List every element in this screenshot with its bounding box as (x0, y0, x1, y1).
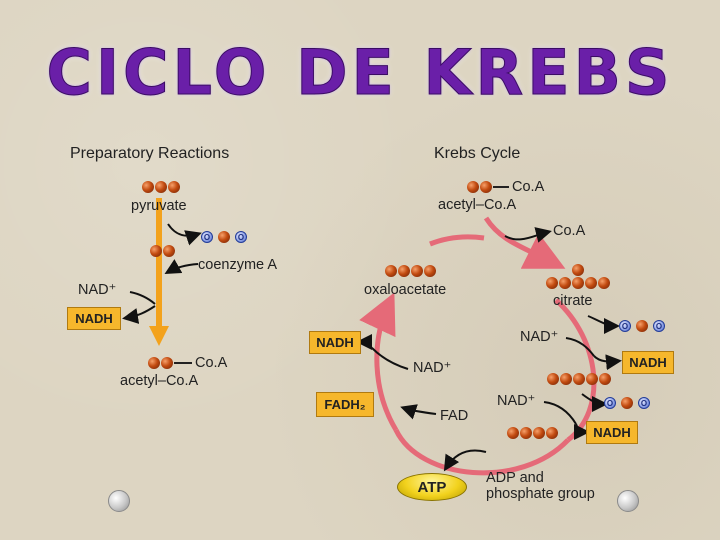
nadh-prep-box: NADH (67, 307, 121, 330)
cycle-arc-left (359, 292, 399, 432)
coenzyme-in-arrow (164, 259, 199, 274)
cycle-arc-right (554, 298, 597, 442)
nadh-right1-arrow (593, 354, 622, 371)
atp-badge: ATP (397, 473, 467, 501)
cycle-arc-bottom (393, 428, 570, 476)
co2-right2-arrow (581, 393, 608, 412)
citrate-label: citrate (553, 293, 593, 309)
co2-right1-arrow (587, 315, 620, 334)
nad-right1-label: NAD⁺ (520, 329, 559, 345)
page-title: CICLO DE KREBS (46, 36, 674, 110)
nadh-right1-box: NADH (622, 351, 674, 374)
coa-out-label: Co.A (553, 223, 586, 239)
prep-heading: Preparatory Reactions (70, 145, 230, 162)
nad-right2-arrow (543, 401, 577, 425)
coa-out-arrow (504, 227, 552, 243)
coenzyme-label: coenzyme A (198, 257, 277, 273)
acetyl-prep-label: acetyl–Co.A (120, 373, 199, 389)
nadh-left-box: NADH (309, 331, 361, 354)
acetyl-top-label: acetyl–Co.A (438, 197, 517, 213)
co2-release-arrow (167, 223, 202, 246)
coa-prep-label: Co.A (195, 355, 228, 371)
adp-label-2: phosphate group (486, 486, 595, 502)
nad-prep-label: NAD⁺ (78, 282, 117, 298)
pyruvate-label: pyruvate (131, 198, 187, 214)
nav-prev-button[interactable] (108, 490, 130, 512)
fad-in-arrow (400, 404, 437, 420)
atp-arrow (443, 449, 487, 472)
cycle-entry-arrow (483, 216, 566, 269)
nadh-out-arrow (122, 305, 156, 324)
cycle-arc-top (429, 234, 485, 247)
nadh-right2-arrow (573, 423, 590, 440)
fadh2-box: FADH₂ (316, 392, 374, 417)
nad-right2-label: NAD⁺ (497, 393, 536, 409)
nad-left-label: NAD⁺ (413, 360, 452, 376)
coa-top-label: Co.A (512, 179, 545, 195)
adp-label-1: ADP and (486, 470, 544, 486)
krebs-heading: Krebs Cycle (434, 145, 521, 162)
fad-label: FAD (440, 408, 469, 424)
nadh-right2-box: NADH (586, 421, 638, 444)
nav-next-button[interactable] (617, 490, 639, 512)
nad-right1-arrow (565, 337, 595, 357)
prep-arrow (149, 198, 169, 346)
nad-left-arrow (371, 347, 409, 370)
oxaloacetate-label: oxaloacetate (364, 282, 447, 298)
nadh-left-arrow (356, 334, 373, 351)
nad-in-arrow (129, 291, 156, 305)
